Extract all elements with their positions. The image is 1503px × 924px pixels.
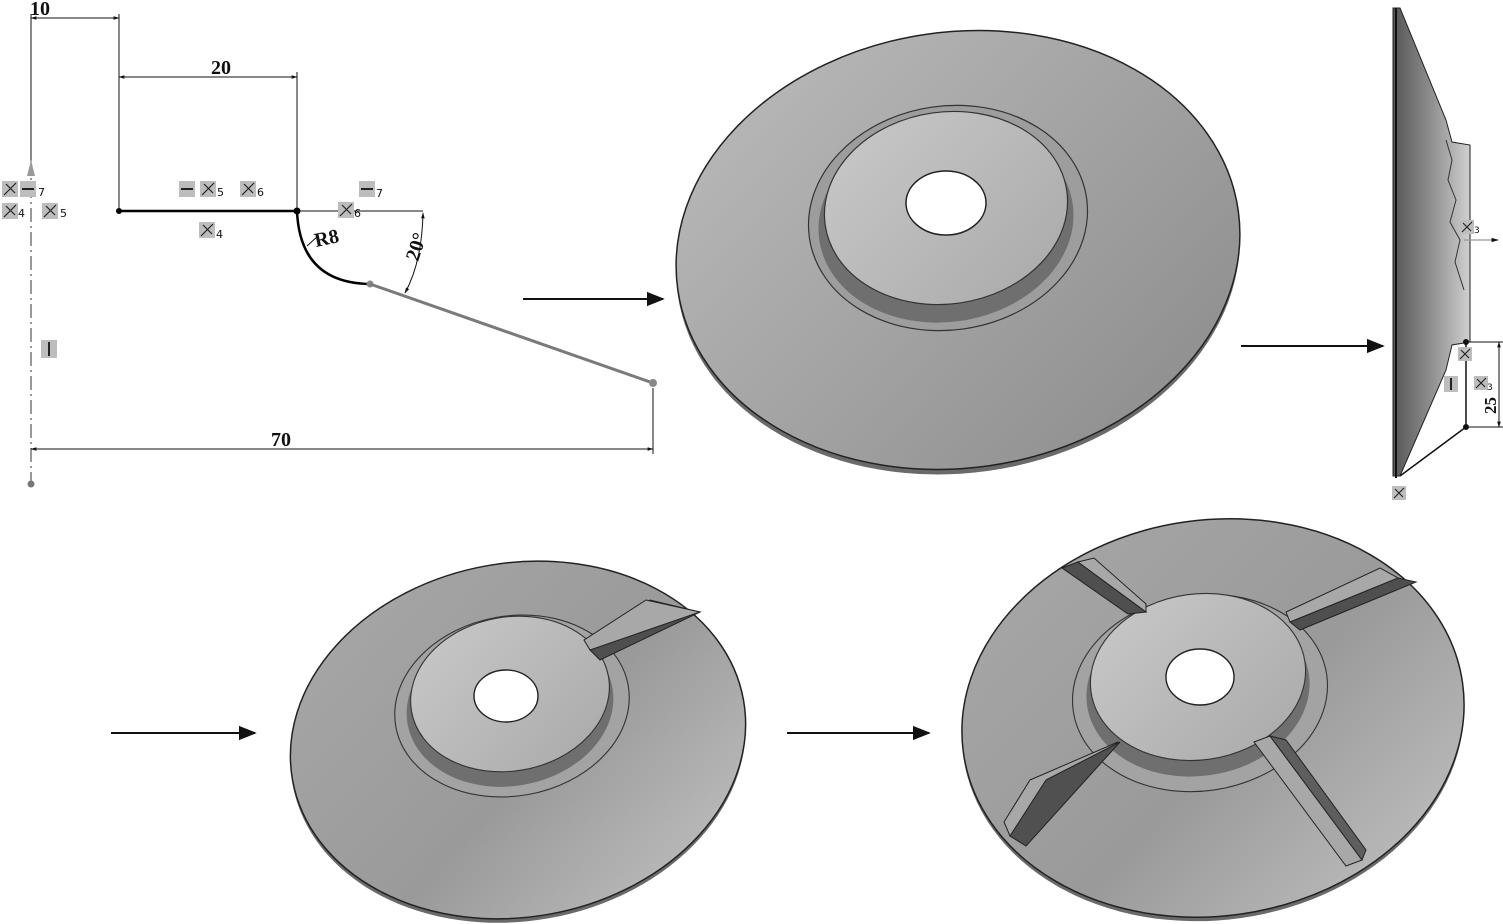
profile-fillet-arc (295, 210, 371, 286)
side-relation-label-3a: 3 (1474, 226, 1480, 236)
coincident-relation-icon (1459, 348, 1471, 360)
four-rib-dish-view (961, 518, 1465, 922)
axis-arrow-icon (27, 160, 35, 176)
dish3-rib-lower-right-top (1268, 735, 1367, 862)
profile-vertex-end (649, 379, 657, 387)
coincident-relation-icon (3, 182, 17, 196)
relation-group-left: 7 4 5 (2, 181, 67, 220)
coincident-relation-icon (200, 223, 214, 237)
relation-group-top: 5 6 4 7 6 (41, 181, 383, 358)
coincident-relation-icon (241, 182, 255, 196)
dim-offset-width-label: 10 (30, 0, 50, 20)
dim-fillet-label: R8 (312, 225, 340, 252)
coincident-relation-icon (201, 182, 215, 196)
coincident-relation-icon (1475, 377, 1487, 389)
coincident-relation-icon (3, 204, 17, 218)
relation-label-6b: 6 (354, 207, 361, 220)
revolved-dish-view (675, 29, 1241, 475)
coincident-relation-icon (1461, 221, 1473, 233)
side-view-sketch-diag (1399, 426, 1467, 477)
fillet-leader (306, 235, 319, 247)
profile-sketch: 10 20 20° R8 70 7 (2, 0, 657, 488)
dish3-center-hole (1165, 648, 1235, 706)
dim-top-width-label: 20 (211, 57, 231, 79)
dish2-center-hole (473, 669, 539, 723)
side-view-sketch: 25 3 3 (1392, 7, 1503, 500)
coincident-relation-icon (339, 203, 353, 217)
dim-height-label: 25 (1481, 397, 1500, 414)
coincident-relation-icon (43, 204, 57, 218)
relation-label-6a: 6 (257, 186, 264, 199)
profile-vertex-left (116, 208, 122, 214)
dim-angle-label: 20° (402, 230, 432, 263)
relation-label-4a: 4 (18, 207, 25, 220)
side-view-body (1392, 7, 1471, 477)
profile-slant-line (369, 282, 654, 385)
dish2-rib-top (583, 599, 702, 651)
coincident-relation-icon (1393, 487, 1405, 499)
relation-label-4b: 4 (216, 228, 223, 241)
relation-label-7b: 7 (376, 187, 383, 200)
side-relation-label-3b: 3 (1487, 383, 1493, 393)
relation-label-5a: 5 (60, 207, 67, 220)
dish3-rib-upper-right-top (1285, 567, 1400, 623)
relation-label-5b: 5 (217, 186, 224, 199)
dish3-rib-upper-left-top (1076, 557, 1147, 613)
side-view-stepped-edge (1445, 139, 1465, 291)
dish3-rib-lower-left-top (1009, 741, 1121, 847)
dish-center-hole (905, 170, 987, 236)
single-rib-dish-view (289, 560, 747, 923)
relation-label-7a: 7 (38, 186, 45, 199)
dim-total-radius-label: 70 (271, 429, 291, 451)
angle-arc (404, 212, 425, 294)
axis-endpoint (27, 480, 35, 488)
